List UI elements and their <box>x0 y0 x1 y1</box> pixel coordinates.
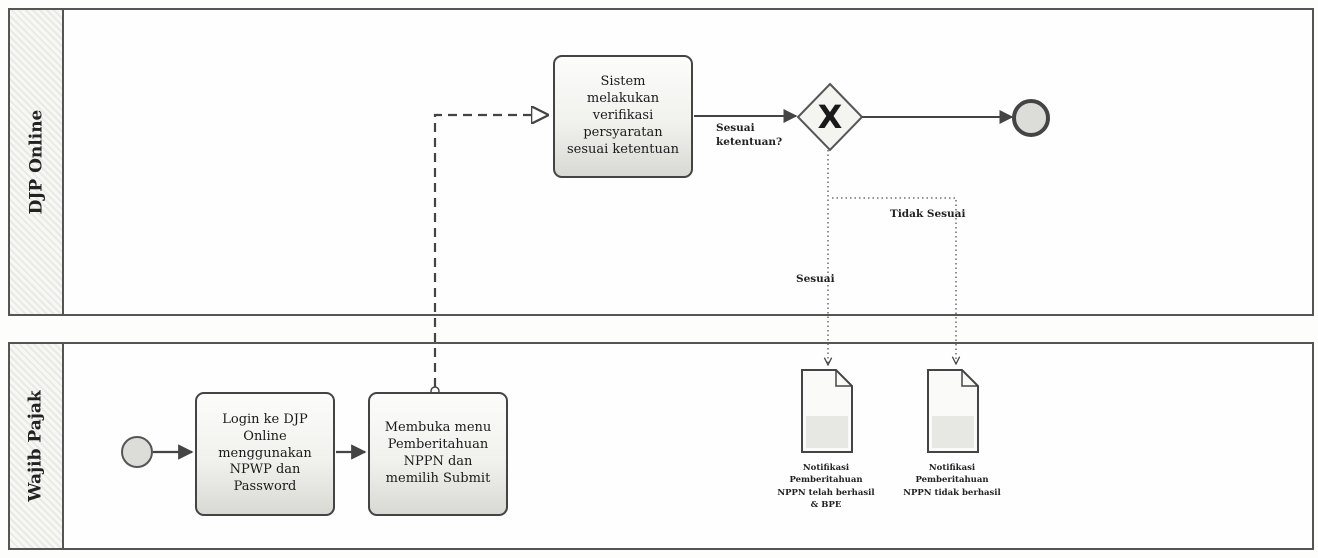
document-label-success: Notifikasi Pemberitahuan NPPN telah berh… <box>777 463 875 510</box>
association-tidak-sesuai <box>832 197 956 364</box>
flow-label-tidak-sesuai: Tidak Sesuai <box>890 208 966 220</box>
flow-label-sesuai: Sesuai <box>796 273 835 285</box>
document-label-failed: Notifikasi Pemberitahuan NPPN tidak berh… <box>903 463 1001 498</box>
lane-header-djp-online: DJP Online <box>10 10 64 314</box>
end-event <box>1012 99 1050 137</box>
message-flow-menu-to-verify <box>433 115 547 387</box>
task-verify: Sistem melakukan verifikasi persyaratan … <box>553 55 693 178</box>
gateway-x-marker: X <box>817 98 843 136</box>
exclusive-gateway <box>796 82 864 152</box>
lane-header-wajib-pajak: Wajib Pajak <box>10 344 64 548</box>
task-open-menu: Membuka menu Pemberitahuan NPPN dan memi… <box>368 392 508 516</box>
start-event <box>121 436 153 468</box>
gateway-question-label: Sesuai ketentuan? <box>716 122 783 149</box>
task-login: Login ke DJP Online menggunakan NPWP dan… <box>195 392 335 516</box>
